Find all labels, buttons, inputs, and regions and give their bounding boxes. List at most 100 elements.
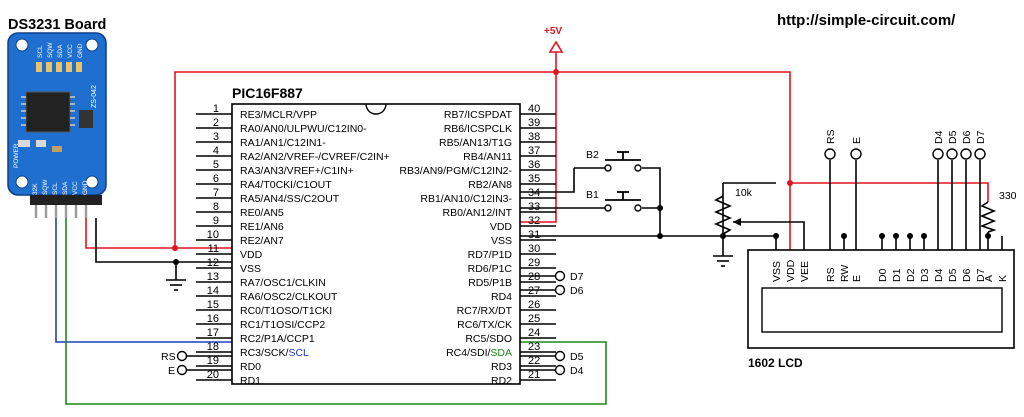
button-b1[interactable]: B1 — [586, 189, 642, 212]
mcu-pin-label: RA4/T0CKI/C1OUT — [240, 179, 332, 191]
module-bottom-label-3: SCL — [52, 182, 59, 195]
module-top-pads — [36, 62, 82, 72]
resistor-330: 330 — [979, 190, 1017, 233]
mcu-pin-label: RB2/AN8 — [468, 179, 512, 191]
lcd-pin-d6: D6 — [961, 268, 973, 282]
mcu-pin-number: 8 — [213, 201, 219, 213]
net-label-d5: D5 — [554, 350, 584, 363]
lcd-e-terminal: E — [850, 137, 863, 160]
mcu-pin-number: 10 — [207, 229, 219, 241]
mcu-pin-number: 1 — [213, 103, 219, 115]
mcu-body — [231, 103, 521, 385]
mcu-pin-number: 6 — [213, 173, 219, 185]
svg-text:RS: RS — [161, 351, 176, 363]
mcu-pin-number: 13 — [207, 271, 219, 283]
module-header — [30, 195, 102, 205]
plus5v-symbol: +5V — [544, 26, 564, 53]
lcd-name: 1602 LCD — [748, 356, 803, 370]
mcu-pin-number: 22 — [528, 355, 540, 367]
mcu-pin-number: 37 — [528, 145, 540, 157]
mcu-pin-number: 36 — [528, 159, 540, 171]
mcu-pin-number: 11 — [208, 243, 219, 255]
mcu-pin-number: 18 — [207, 341, 219, 353]
svg-text:D6: D6 — [961, 130, 973, 144]
mcu-pin-number: 28 — [528, 271, 540, 283]
vdd-net — [85, 52, 989, 250]
eeprom-chip — [79, 110, 93, 128]
mcu-pin-label: RC6/TX/CK — [457, 319, 512, 331]
lcd-pin-d5: D5 — [947, 268, 959, 282]
lcd-pin-vss: VSS — [771, 261, 783, 282]
mcu-pin-number: 19 — [207, 355, 219, 367]
mcu-pin-number: 34 — [528, 187, 540, 199]
board-title: DS3231 Board — [8, 17, 106, 33]
mcu-pin-label: RD1 — [240, 375, 261, 387]
svg-text:E: E — [851, 137, 863, 144]
svg-text:D5: D5 — [947, 130, 959, 144]
svg-text:D4: D4 — [933, 130, 945, 144]
resistor-label: 330 — [999, 190, 1017, 202]
mcu-pin-number: 29 — [528, 257, 540, 269]
net-label-rs-left: RS — [161, 350, 188, 363]
mcu-pin-number: 5 — [213, 159, 219, 171]
mcu-pin-label: RA3/AN3/VREF+/C1IN+ — [240, 165, 354, 177]
mcu-pin-label: RD5/P1B — [468, 277, 512, 289]
mcu-pin-label: RC5/SDO — [465, 333, 512, 345]
mcu-pin-label: RB7/ICSPDAT — [444, 109, 513, 121]
mcu-pin-label: RA1/AN1/C12IN1- — [240, 137, 326, 149]
lcd-pin-d2: D2 — [905, 268, 917, 282]
mcu-pin-number: 31 — [528, 229, 540, 241]
mcu-pin-label: RA6/OSC2/CLKOUT — [240, 291, 338, 303]
module-side-label: ZS-042 — [91, 85, 98, 108]
mcu-pin-label: RA5/AN4/SS/C2OUT — [240, 193, 340, 205]
svg-text:RS: RS — [825, 129, 837, 144]
mcu-pin-label: RC4/SDI/SDA — [446, 347, 512, 359]
mcu-pin-number: 38 — [528, 131, 540, 143]
mcu-notch — [365, 103, 387, 115]
mcu-pin-number: 32 — [528, 215, 540, 227]
mcu-pin-label: RC0/T1OSO/T1CKI — [240, 305, 332, 317]
ground-symbol-right — [713, 255, 733, 267]
site-url[interactable]: http://simple-circuit.com/ — [777, 12, 956, 29]
mcu-pin-label: RB1/AN10/C12IN3- — [420, 193, 512, 205]
lcd-pin-e: E — [851, 275, 863, 282]
svg-text:D7: D7 — [975, 130, 987, 144]
mcu-pin-label: RB6/ICSPCLK — [444, 123, 512, 135]
potentiometer-10k[interactable]: 10k — [713, 187, 753, 235]
mcu-pin-label: VDD — [490, 221, 513, 233]
mcu-pin-label: RD6/P1C — [468, 263, 513, 275]
svg-text:D5: D5 — [570, 351, 584, 363]
module-top-label-5: GND — [77, 43, 84, 58]
module-top-label-1: SCL — [37, 45, 44, 58]
lcd-d5-terminal: D5 — [946, 130, 959, 160]
lcd-pin-rw: RW — [839, 265, 851, 282]
pot-label: 10k — [735, 187, 753, 199]
lcd-pin-vee: VEE — [799, 261, 811, 282]
button-b2[interactable]: B2 — [574, 149, 642, 172]
mcu-pin-number: 20 — [207, 369, 219, 381]
mcu-pin-label: RB5/AN13/T1G — [439, 137, 512, 149]
lcd-screen — [761, 287, 1003, 333]
mcu-pin-label: RD4 — [491, 291, 512, 303]
